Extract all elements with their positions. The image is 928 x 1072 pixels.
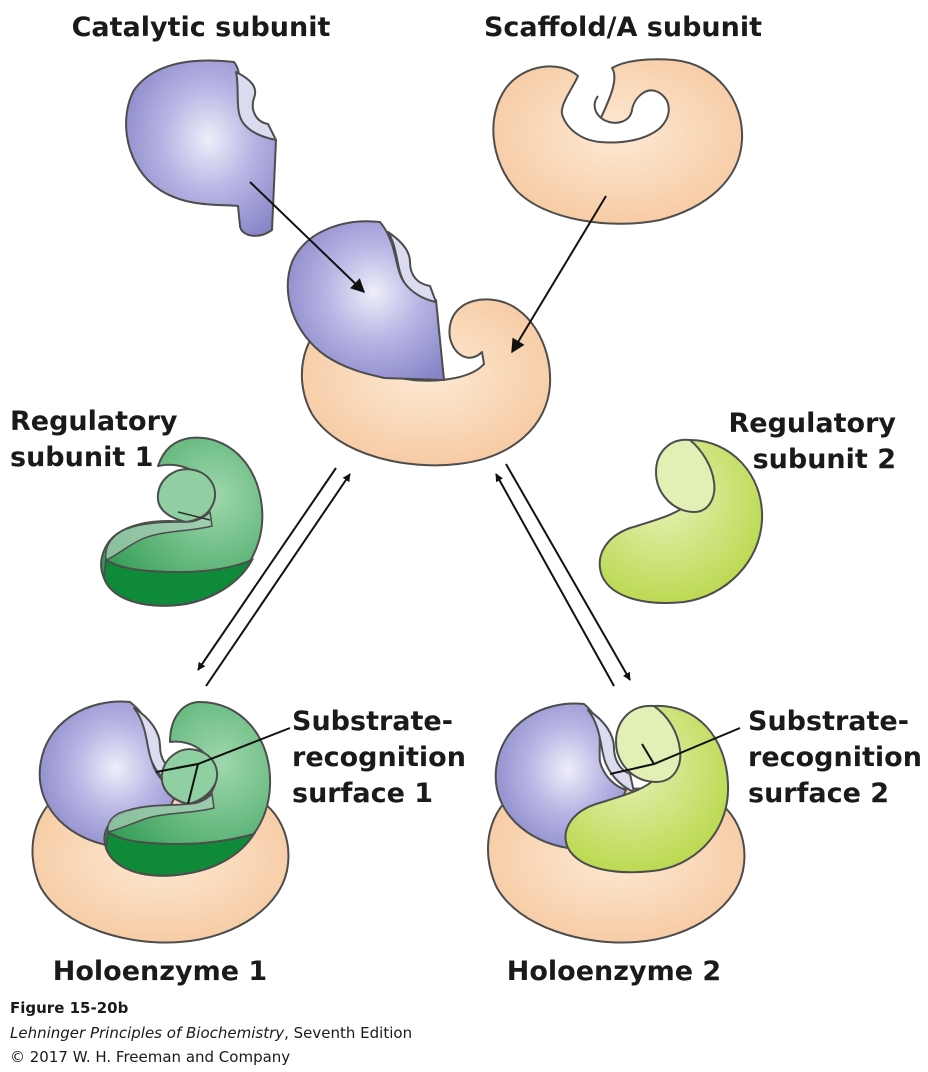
label-surface-1-line2: recognition — [292, 742, 466, 773]
book-edition: , Seventh Edition — [284, 1024, 413, 1042]
label-regulatory-2-line2: subunit 2 — [753, 444, 896, 475]
label-surface-1-line1: Substrate- — [292, 706, 453, 737]
label-surface-2-line2: recognition — [748, 742, 922, 773]
core-enzyme-shape — [286, 220, 552, 467]
regulatory-subunit-2-shape — [598, 438, 764, 604]
label-catalytic-subunit: Catalytic subunit — [72, 12, 331, 43]
scaffold-subunit-shape — [492, 58, 744, 225]
copyright-notice: © 2017 W. H. Freeman and Company — [10, 1048, 291, 1066]
label-surface-2-line1: Substrate- — [748, 706, 909, 737]
regulatory-subunit-1-shape — [100, 436, 264, 607]
equilibrium-arrows-left — [197, 467, 351, 687]
label-regulatory-1-line1: Regulatory — [10, 406, 178, 437]
label-scaffold-subunit: Scaffold/A subunit — [484, 12, 762, 43]
arrow-catalytic-to-core — [249, 181, 366, 293]
label-regulatory-1-line2: subunit 1 — [10, 442, 153, 473]
arrow-scaffold-to-core — [511, 195, 607, 354]
book-citation: Lehninger Principles of Biochemistry, Se… — [10, 1023, 412, 1043]
catalytic-subunit-shape — [125, 59, 277, 237]
label-surface-1-line3: surface 1 — [292, 778, 433, 809]
label-regulatory-2-line1: Regulatory — [729, 408, 897, 439]
book-title: Lehninger Principles of Biochemistry — [10, 1024, 285, 1042]
holoenzyme-1-shape — [31, 700, 291, 944]
label-holoenzyme-1: Holoenzyme 1 — [53, 956, 267, 987]
equilibrium-arrows-right — [495, 463, 631, 687]
label-surface-2-line3: surface 2 — [748, 778, 889, 809]
label-holoenzyme-2: Holoenzyme 2 — [507, 956, 721, 987]
holoenzyme-2-shape — [487, 702, 746, 944]
figure-number: Figure 15-20b — [10, 999, 129, 1017]
